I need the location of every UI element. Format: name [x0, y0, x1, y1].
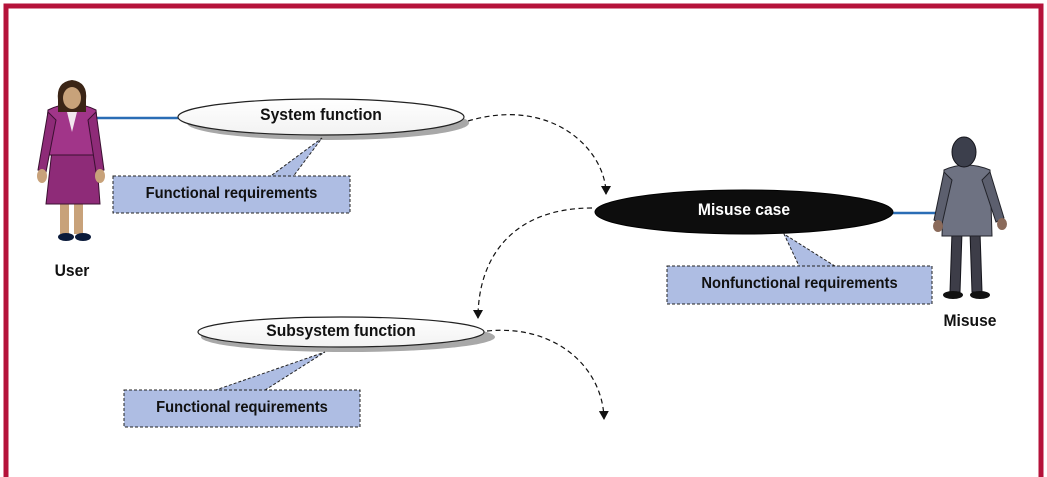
use-case-misuse-case — [594, 189, 894, 235]
note-box — [666, 265, 933, 305]
note-box — [123, 389, 361, 428]
use-case-system-function — [177, 98, 469, 140]
use-case-label-subsystem-function: Subsystem function — [266, 321, 416, 340]
use-case-label-misuse-case: Misuse case — [697, 200, 791, 219]
flow-arrow-misuse-to-subsystem — [473, 207, 593, 319]
note-box — [112, 175, 351, 214]
flow-arrow-system-to-misuse — [467, 114, 611, 195]
woman-person-icon — [37, 80, 105, 241]
flow-arrow-subsystem-outgoing — [486, 329, 609, 420]
frame-border — [3, 3, 1044, 477]
use-case-ellipse — [594, 189, 894, 235]
use-case-label-system-function: System function — [260, 105, 382, 124]
note-tail — [209, 351, 326, 393]
use-case-ellipse — [197, 316, 485, 348]
note-nonfunctional-requirements — [666, 232, 933, 305]
use-case-ellipse — [177, 98, 465, 136]
note-label-nonfunctional-requirements: Nonfunctional requirements — [701, 275, 898, 292]
note-label-functional-requirements-2: Functional requirements — [156, 399, 328, 416]
actor-label-misuse: Misuse — [943, 311, 997, 330]
note-tail — [782, 232, 840, 269]
actor-label-user: User — [54, 261, 90, 280]
hooded-man-person-icon — [933, 136, 1007, 299]
note-label-functional-requirements-1: Functional requirements — [145, 185, 318, 202]
note-tail — [266, 137, 323, 179]
use-case-subsystem-function — [197, 316, 495, 352]
note-functional-requirements-1 — [112, 137, 351, 214]
note-functional-requirements-2 — [123, 351, 361, 428]
